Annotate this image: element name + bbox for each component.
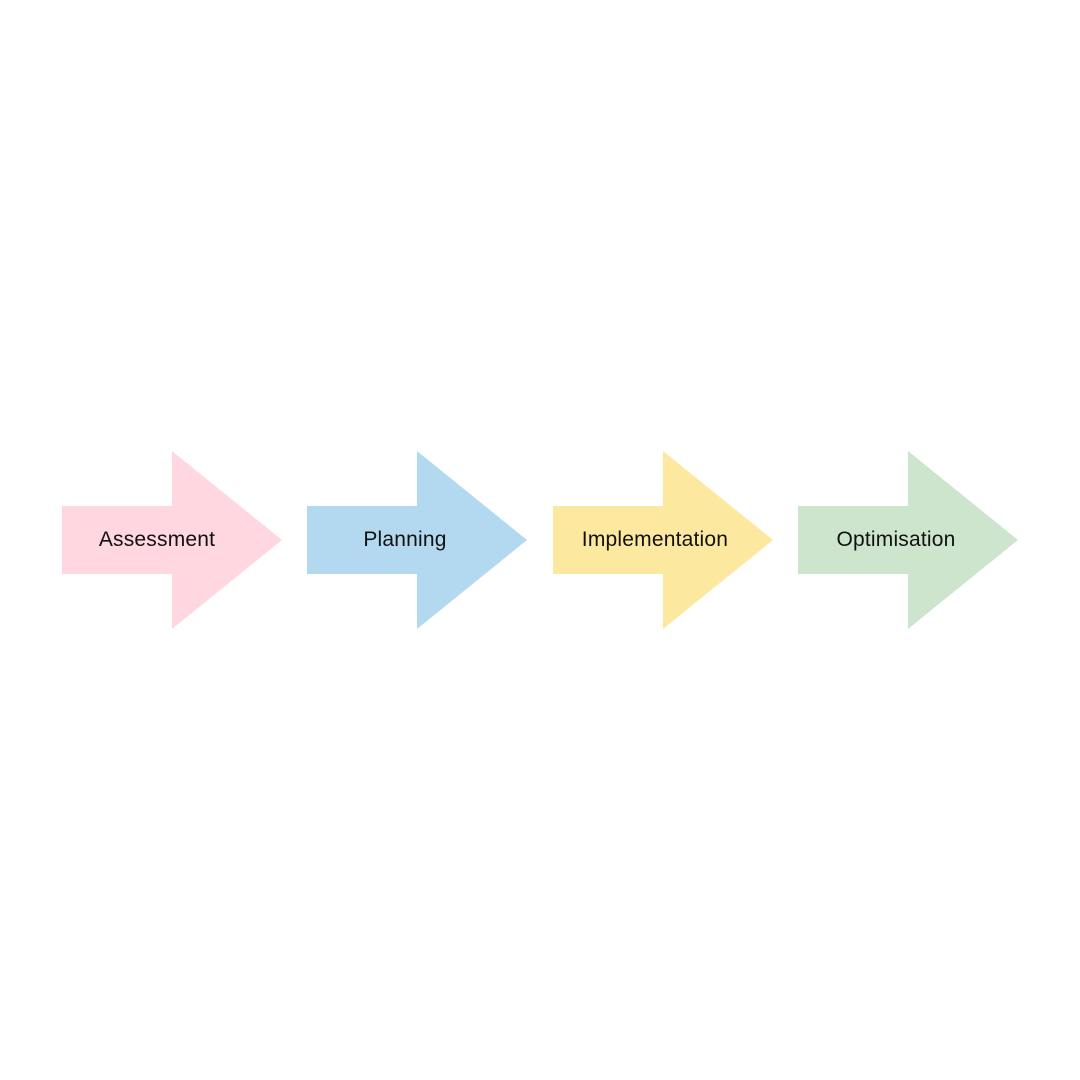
step-label: Assessment [98,528,216,551]
step-label: Planning [363,528,447,551]
step-assessment: Assessment [62,451,283,629]
arrow-shape-icon [798,451,1018,629]
step-label: Optimisation [836,528,956,551]
step-implementation: Implementation [553,451,774,629]
step-planning: Planning [307,451,528,629]
step-optimisation: Optimisation [798,451,1019,629]
arrow-shape-icon [62,451,282,629]
step-label: Implementation [581,528,729,551]
arrow-shape-icon [553,451,773,629]
arrow-shape-icon [307,451,527,629]
